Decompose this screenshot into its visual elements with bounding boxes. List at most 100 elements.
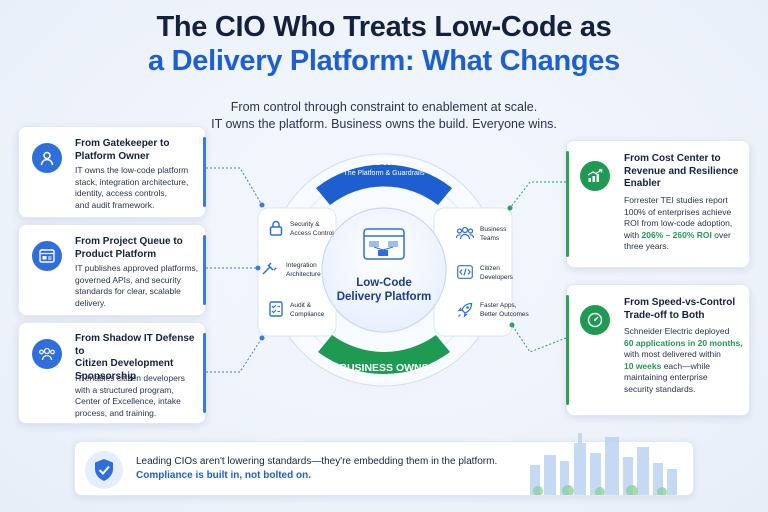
ring-item-faster-apps-line-1: Faster Apps, (480, 302, 517, 309)
banner-line-2: Compliance is built in, not bolted on. (136, 470, 311, 481)
ring-item-audit-line-2: Compliance (290, 310, 325, 318)
ring-item-citizen-developers-line-2: Developers (480, 273, 513, 281)
card-body-line: IT owns the low-code platform (75, 165, 189, 175)
card-body-line: 100% of enterprises achieve (624, 207, 732, 219)
card-body-text: with most delivered within (624, 349, 721, 359)
card-title-line: From Gatekeeper to (75, 138, 170, 149)
card-body-line: delivery. (75, 297, 107, 308)
ring-item-integration: Integration Architecture (286, 262, 321, 279)
card-body-line: 10 weeks each—while (624, 361, 743, 373)
card-speed-control: From Speed-vs-Control Trade-off to Both … (566, 284, 750, 416)
card-title-line: Sponsorship (75, 370, 137, 382)
ring-item-citizen-developers: Citizen Developers (480, 265, 513, 282)
card-body-text: Schneider Electric deployed (624, 326, 730, 336)
card-body-line: Schneider Electric deployed (624, 326, 743, 338)
card-title-line: Citizen Development (75, 358, 174, 369)
title-line-2: a Delivery Platform: What Changes (148, 45, 620, 77)
card-gatekeeper: From Gatekeeper to Platform Owner IT own… (18, 126, 206, 218)
card-project-queue: From Project Queue to Product Platform I… (18, 224, 206, 316)
card-body-line: 60 applications in 20 months, (624, 338, 743, 350)
left-connector-dots (255, 202, 265, 341)
user-icon (32, 143, 62, 173)
right-connector-dots (507, 205, 515, 328)
card-title-line: From Cost Center to (624, 153, 721, 164)
card-body: IT enables citizen developers with a str… (75, 373, 185, 419)
card-body-text: each—while (661, 360, 711, 371)
card-title-line: From Shadow IT Defense to (75, 333, 195, 357)
card-body-line: with a structured program, (75, 384, 174, 395)
card-shadow-it: From Shadow IT Defense to Citizen Develo… (18, 322, 206, 424)
card-title-line: Trade-off to Both (624, 309, 705, 321)
card-body-text: maintaining enterprise (624, 372, 708, 382)
card-title-line: Revenue and Resilience (624, 165, 739, 177)
it-owns-segment (316, 164, 452, 205)
center-label-line-1: Low-Code (356, 277, 412, 289)
ring-item-faster-apps: Faster Apps, Better Outcomes (480, 302, 529, 319)
card-body: IT publishes approved platforms, governe… (75, 263, 198, 309)
business-owns-subtitle: The Build & Innovation (348, 376, 420, 383)
rocket-icon (456, 301, 474, 319)
code-icon (456, 263, 474, 281)
ring-item-integration-line-1: Integration (286, 262, 317, 269)
ring-item-integration-line-2: Architecture (286, 270, 321, 278)
card-accent (203, 333, 206, 413)
page-title: The CIO Who Treats Low-Code as a Deliver… (0, 10, 768, 78)
ring-item-security: Security & Access Control (290, 221, 334, 238)
business-owns-segment (318, 335, 450, 374)
it-owns-title: IT OWNS (361, 156, 407, 168)
growth-chart-icon (580, 161, 610, 191)
it-owns-subtitle: The Platform & Guardrails (343, 170, 425, 177)
it-owns-label: IT OWNS The Platform & Guardrails (334, 156, 434, 177)
left-connectors (206, 167, 263, 373)
card-title-line: Product Platform (75, 248, 157, 260)
subtitle-line-1: From control through constraint to enabl… (230, 100, 538, 114)
card-body: IT owns the low-code platform stack, int… (75, 165, 188, 211)
card-body-text: over (711, 229, 731, 240)
card-body-line: with most delivered within (624, 349, 743, 361)
card-body-line: security standards. (624, 384, 743, 396)
card-title: From Gatekeeper to Platform Owner (75, 138, 169, 163)
business-owns-title: BUSINESS OWNS (339, 362, 429, 374)
card-body-line: governed APIs, and security (75, 274, 181, 285)
app-builder-icon (363, 228, 405, 260)
lock-icon (267, 219, 285, 237)
card-body-line: stack, integration architecture, (75, 176, 189, 187)
ring-item-citizen-developers-line-1: Citizen (480, 265, 500, 272)
card-body-text: three years. (624, 241, 669, 251)
card-title-line: From Speed-vs-Control (624, 297, 736, 308)
card-title-line: Platform Owner (75, 150, 150, 162)
card-accent (566, 151, 569, 257)
card-body-line: standards for clear, scalable (75, 286, 181, 296)
ring-item-security-line-1: Security & (290, 221, 320, 228)
center-label-line-2: Delivery Platform (336, 291, 432, 303)
highlight-stat: 10 weeks (624, 360, 662, 371)
banner-line-1: Leading CIOs aren't lowering standards—t… (136, 456, 498, 467)
card-body-text: security standards. (624, 383, 696, 394)
ring-item-audit-line-1: Audit & (290, 302, 311, 309)
speedometer-icon (580, 305, 610, 335)
highlight-stat: 60 applications in 20 months, (624, 337, 743, 348)
card-cost-center: From Cost Center to Revenue and Resilien… (566, 140, 750, 268)
ring-item-business-teams-line-2: Teams (480, 234, 500, 242)
ring-item-faster-apps-line-2: Better Outcomes (480, 310, 529, 318)
ring-item-audit: Audit & Compliance (290, 302, 324, 319)
card-body-line: and audit framework. (75, 199, 155, 210)
highlight-stat: 206% – 260% ROI (641, 229, 712, 240)
checklist-icon (267, 300, 285, 318)
card-title-line: From Project Queue to (75, 236, 183, 247)
card-body-line: ROI from low-code adoption, (624, 218, 732, 230)
people-icon (456, 224, 474, 242)
card-title: From Shadow IT Defense to Citizen Develo… (75, 333, 205, 383)
card-body-line: three years. (624, 241, 732, 253)
right-connectors (509, 181, 567, 353)
card-body-line: process, and training. (75, 407, 157, 418)
card-body-line: Forrester TEI studies report (624, 195, 732, 207)
card-body-line: maintaining enterprise (624, 372, 743, 384)
card-title: From Speed-vs-Control Trade-off to Both (624, 297, 735, 322)
ring-item-business-teams: Business Teams (480, 226, 506, 243)
card-body-line: identity, access controls, (75, 188, 167, 198)
card-accent (566, 295, 569, 405)
